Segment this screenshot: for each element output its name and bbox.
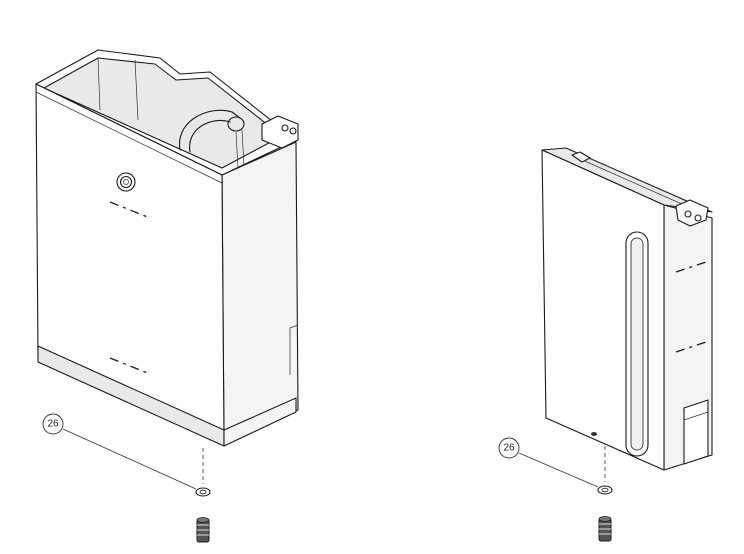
callout-left: 26 xyxy=(42,413,197,490)
svg-text:26: 26 xyxy=(503,443,515,454)
svg-text:26: 26 xyxy=(47,419,59,430)
spring-valve-left xyxy=(196,517,210,543)
water-tank-front xyxy=(35,49,299,447)
seal-right xyxy=(597,446,613,495)
callout-right: 26 xyxy=(498,437,599,488)
seal-left xyxy=(195,448,211,497)
water-tank-rear xyxy=(541,147,713,471)
spring-valve-right xyxy=(598,516,612,542)
